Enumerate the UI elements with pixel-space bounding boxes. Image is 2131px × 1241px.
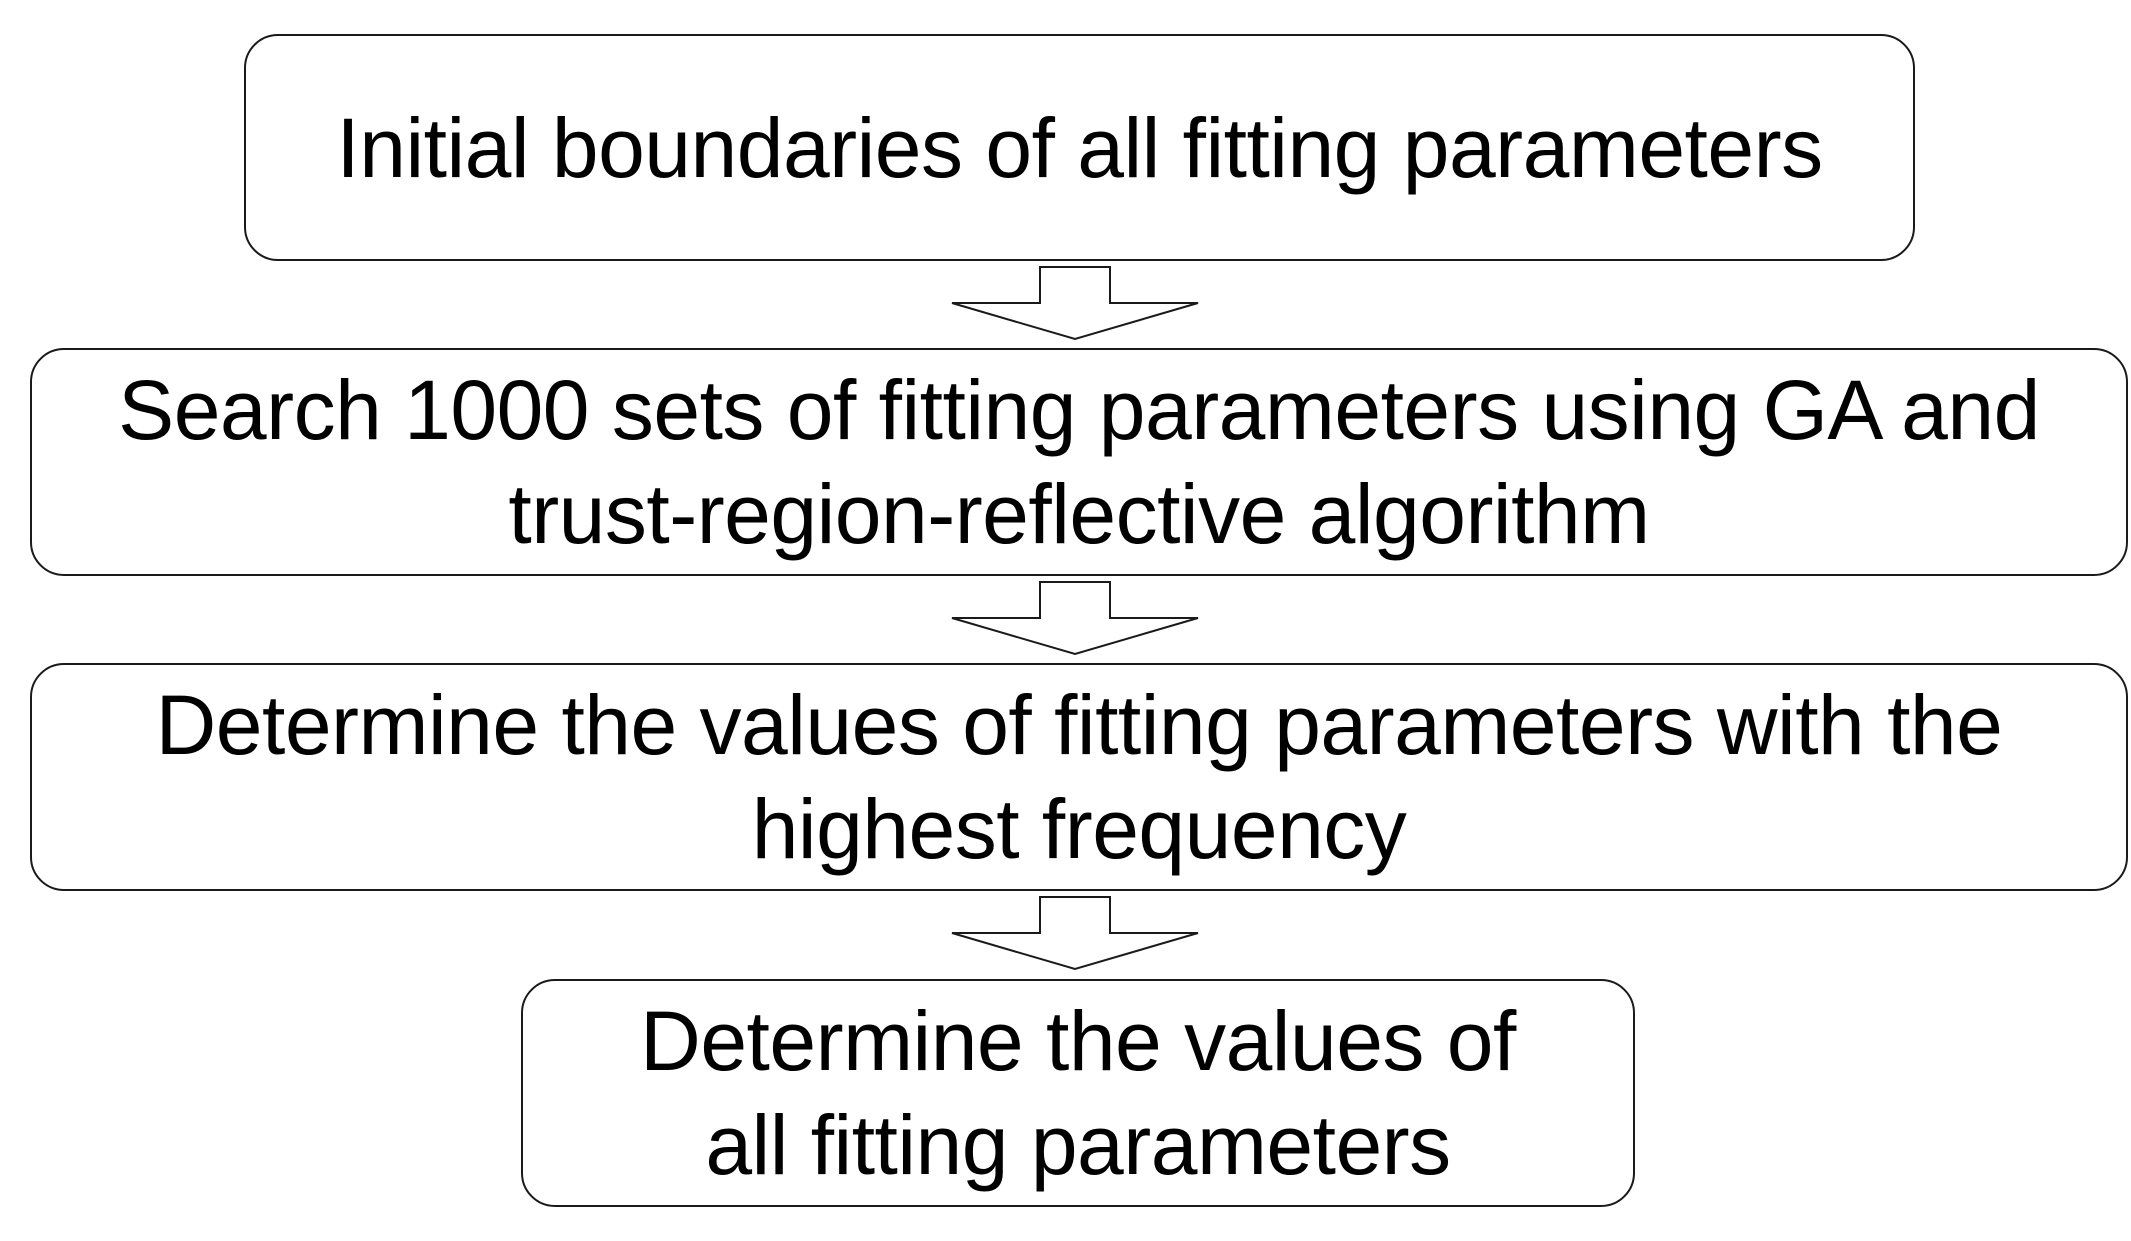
step-text-line-1: Determine the values of <box>640 994 1516 1088</box>
down-arrow-icon <box>951 266 1199 341</box>
step-text-line-2: highest frequency <box>751 782 1407 876</box>
step-search-parameter-sets: Search 1000 sets of fitting parameters u… <box>30 348 2128 576</box>
step-initial-boundaries: Initial boundaries of all fitting parame… <box>244 34 1915 261</box>
step-highest-frequency: Determine the values of fitting paramete… <box>30 663 2128 891</box>
step-text-line-1: Search 1000 sets of fitting parameters u… <box>118 363 2040 457</box>
step-text-line-1: Determine the values of fitting paramete… <box>155 678 2003 772</box>
step-text: Initial boundaries of all fitting parame… <box>336 100 1823 195</box>
step-text-line-2: trust-region-reflective algorithm <box>508 467 1650 561</box>
step-text-line-2: all fitting parameters <box>705 1098 1451 1192</box>
down-arrow-icon <box>951 581 1199 656</box>
step-final-values: Determine the values of all fitting para… <box>521 979 1635 1207</box>
down-arrow-icon <box>951 896 1199 971</box>
